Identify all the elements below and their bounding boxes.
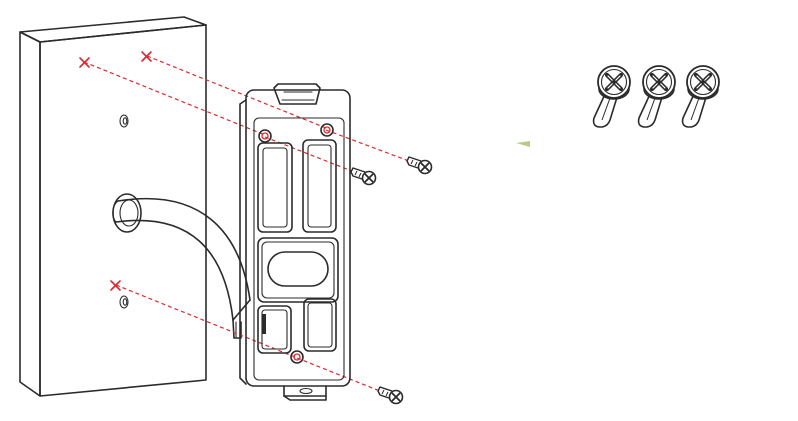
bracket-center-window — [257, 237, 339, 303]
bracket-bottom-tab — [283, 385, 327, 401]
wall-hole-lower — [119, 295, 129, 309]
drill-mark-bottom — [110, 280, 121, 291]
drill-mark-top-left — [79, 57, 90, 68]
wall-anchor — [592, 65, 631, 128]
bracket-slot-upper-left — [257, 142, 293, 233]
accent-mark — [516, 141, 530, 147]
cable — [112, 197, 251, 339]
bracket-screws — [350, 156, 433, 405]
drill-mark-top-right — [141, 51, 152, 62]
screw — [406, 156, 433, 175]
guide-line-screw-1 — [325, 129, 426, 168]
bracket-top-hook — [273, 83, 321, 105]
bracket-screw-hole-top-left — [258, 129, 272, 143]
guide-line-top-left — [83, 61, 266, 136]
bracket-slot-upper-right — [302, 139, 337, 233]
screw — [350, 167, 377, 186]
bracket-slot-lower-right — [303, 298, 337, 352]
wall-anchor — [681, 65, 720, 128]
mounting-bracket — [239, 83, 351, 401]
wall-hole-upper — [119, 114, 129, 128]
wall-anchor — [637, 65, 676, 128]
screw — [377, 386, 404, 405]
bracket-slot-lower-left — [257, 305, 292, 354]
wall-anchors — [592, 65, 720, 128]
bracket-screw-hole-bottom — [290, 350, 304, 364]
bracket-screw-hole-top-right — [320, 123, 334, 137]
